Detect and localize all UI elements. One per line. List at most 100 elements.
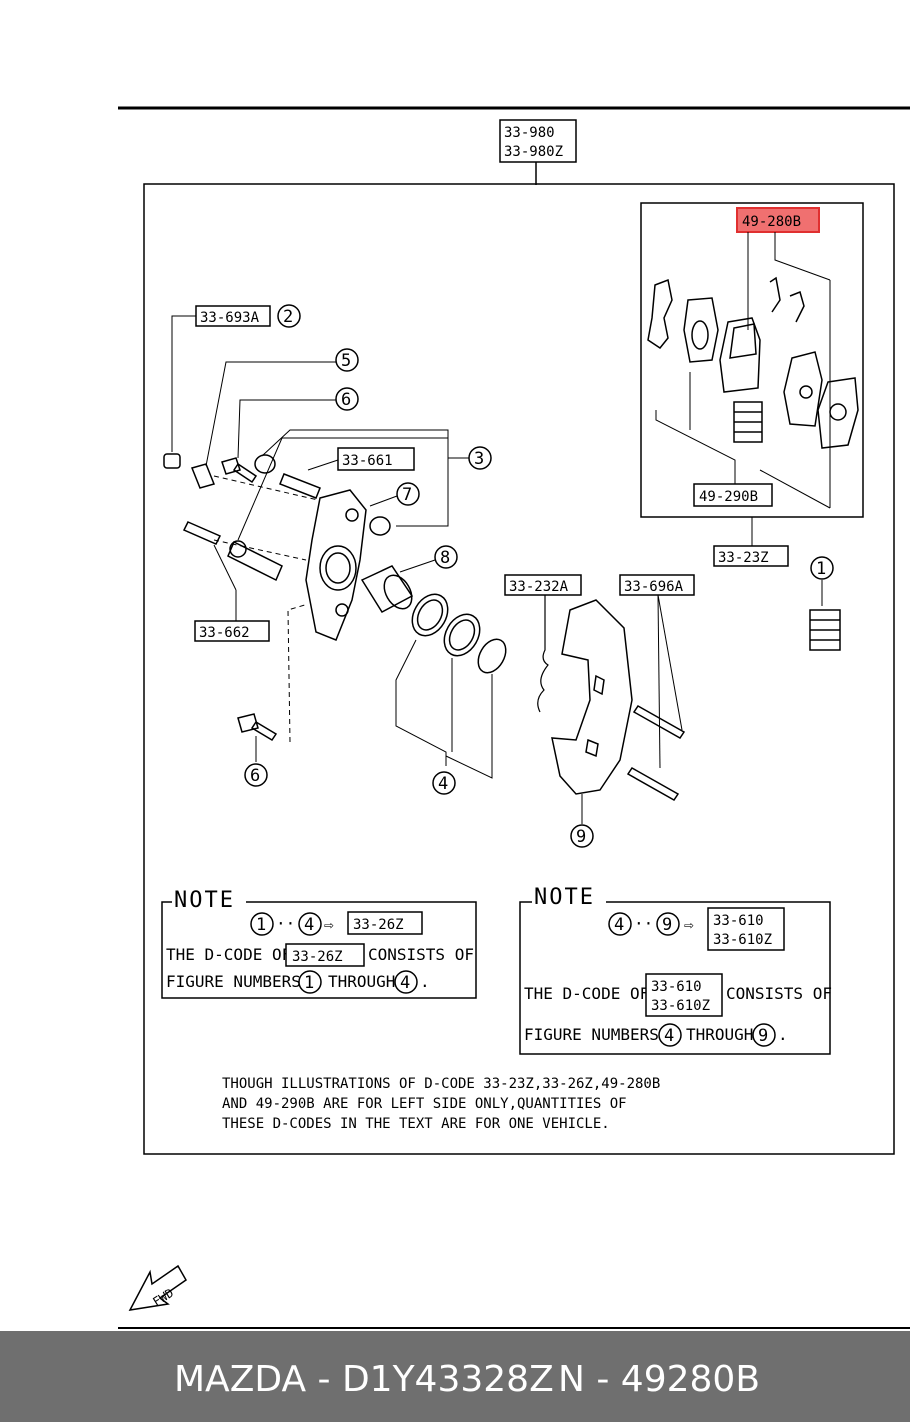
guide-pin-icon [626, 705, 686, 801]
svg-text:33-610: 33-610 [713, 913, 764, 929]
svg-text:33-610Z: 33-610Z [713, 932, 772, 948]
svg-text:3: 3 [474, 449, 484, 469]
svg-text:4: 4 [304, 915, 314, 935]
svg-text:1: 1 [256, 915, 266, 935]
svg-text:33-232A: 33-232A [509, 579, 569, 595]
fig-number-7: 7 [396, 482, 420, 506]
svg-text:33-610Z: 33-610Z [651, 998, 710, 1014]
parts-diagram: 33-980 33-980Z 49-280B [118, 106, 910, 1329]
svg-text:CONSISTS OF: CONSISTS OF [726, 984, 832, 1003]
svg-text:6: 6 [250, 766, 260, 786]
svg-text:33-696A: 33-696A [624, 579, 684, 595]
fig-number-1: 1 [810, 556, 834, 580]
part-label-33-661[interactable]: 33-661 [337, 447, 415, 471]
svg-text:33-662: 33-662 [199, 625, 250, 641]
footer-right: N - 49280B [558, 1359, 761, 1400]
footer-bar: MAZDA - D1Y43328Z N - 49280B [0, 1331, 910, 1422]
note-right: NOTE 4 ··· 9 ⇨ 33-610 33-610Z THE D-CODE… [519, 885, 832, 1055]
top-code-1: 33-980 [504, 125, 555, 141]
svg-text:8: 8 [440, 548, 450, 568]
boot-top-icon [254, 454, 276, 474]
svg-text:33-661: 33-661 [342, 453, 393, 469]
wear-sensor-icon [809, 609, 841, 651]
footnote-line-1: THOUGH ILLUSTRATIONS OF D-CODE 33-23Z,33… [222, 1076, 660, 1092]
svg-text:···: ··· [634, 914, 663, 933]
fig-number-5: 5 [335, 348, 359, 372]
svg-text:THROUGH: THROUGH [328, 972, 395, 991]
svg-text:9: 9 [576, 827, 586, 847]
svg-text:49-280B: 49-280B [742, 214, 801, 230]
part-label-33-693A[interactable]: 33-693A [195, 305, 271, 327]
bleeder-cap-icon [163, 453, 181, 469]
wear-indicator-icon [733, 401, 763, 443]
brake-pad-inner-icon [783, 351, 823, 427]
svg-text:⇨: ⇨ [324, 915, 334, 934]
footnote: THOUGH ILLUSTRATIONS OF D-CODE 33-23Z,33… [222, 1076, 660, 1132]
part-label-49-290B[interactable]: 49-290B [693, 483, 773, 507]
footnote-line-3: THESE D-CODES IN THE TEXT ARE FOR ONE VE… [222, 1116, 610, 1132]
svg-text:4: 4 [664, 1026, 674, 1046]
slide-pin-lower-icon [182, 521, 283, 582]
spring-wire-icon [537, 595, 549, 713]
svg-text:4: 4 [438, 774, 448, 794]
part-label-33-232A[interactable]: 33-232A [504, 574, 582, 596]
caliper-body-icon [305, 489, 367, 641]
top-code-2: 33-980Z [504, 144, 563, 160]
svg-text:.: . [778, 1025, 788, 1044]
svg-text:5: 5 [341, 351, 351, 371]
anti-squeal-clip-icon [769, 276, 805, 323]
top-code-box[interactable]: 33-980 33-980Z [499, 119, 577, 163]
bolt-lower-icon [237, 713, 278, 742]
fig-number-6-bottom: 6 [244, 763, 268, 787]
caliper-outer-icon [551, 599, 633, 795]
svg-text:7: 7 [402, 485, 412, 505]
svg-text:49-290B: 49-290B [699, 489, 758, 505]
svg-text:1: 1 [304, 973, 314, 993]
svg-text:THROUGH: THROUGH [686, 1025, 753, 1044]
part-label-33-696A[interactable]: 33-696A [619, 574, 695, 596]
svg-text:4: 4 [614, 915, 624, 935]
footer-left: MAZDA - D1Y43328Z [174, 1359, 554, 1400]
fwd-arrow-icon: FWD [128, 1264, 187, 1311]
pad-shim-icon [817, 377, 859, 449]
fig-number-4: 4 [432, 771, 456, 795]
svg-text:33-26Z: 33-26Z [353, 917, 404, 933]
slide-pin-top-icon [279, 473, 321, 499]
note-left: NOTE 1 ··· 4 ⇨ 33-26Z THE D-CODE OF 33-2… [161, 888, 477, 999]
svg-text:THE D-CODE OF: THE D-CODE OF [166, 945, 291, 964]
svg-text:NOTE: NOTE [174, 888, 235, 913]
fig-number-8: 8 [434, 545, 458, 569]
footnote-line-2: AND 49-290B ARE FOR LEFT SIDE ONLY,QUANT… [222, 1096, 627, 1112]
svg-text:2: 2 [283, 307, 293, 327]
svg-text:1: 1 [816, 559, 826, 579]
boot-icon [369, 516, 391, 536]
fig-number-2: 2 [277, 304, 301, 328]
svg-text:33-610: 33-610 [651, 979, 702, 995]
fig-number-3: 3 [468, 446, 492, 470]
part-label-33-23Z[interactable]: 33-23Z [713, 545, 789, 567]
part-label-33-662[interactable]: 33-662 [194, 620, 270, 642]
main-frame [143, 183, 895, 1155]
brake-shim-icon [647, 278, 719, 363]
svg-text:33-693A: 33-693A [200, 310, 260, 326]
fig-number-9: 9 [570, 824, 594, 848]
svg-text:···: ··· [276, 914, 305, 933]
svg-text:FIGURE NUMBERS: FIGURE NUMBERS [524, 1025, 659, 1044]
svg-text:33-26Z: 33-26Z [292, 949, 343, 965]
svg-text:4: 4 [400, 973, 410, 993]
brake-pad-icon [719, 317, 761, 393]
svg-text:CONSISTS OF: CONSISTS OF [368, 945, 474, 964]
svg-text:NOTE: NOTE [534, 885, 595, 910]
bolt-top-icon [221, 457, 258, 484]
svg-text:FIGURE NUMBERS: FIGURE NUMBERS [166, 972, 301, 991]
highlight-49-280B [736, 207, 820, 233]
svg-text:33-23Z: 33-23Z [718, 550, 769, 566]
fig-number-6-top: 6 [335, 387, 359, 411]
svg-text:.: . [420, 972, 430, 991]
svg-text:9: 9 [662, 915, 672, 935]
svg-text:6: 6 [341, 390, 351, 410]
bleeder-screw-icon [190, 463, 216, 489]
part-label-49-280B[interactable]: 49-280B [736, 207, 820, 233]
svg-text:9: 9 [758, 1026, 768, 1046]
dust-seal-icon [411, 593, 449, 637]
